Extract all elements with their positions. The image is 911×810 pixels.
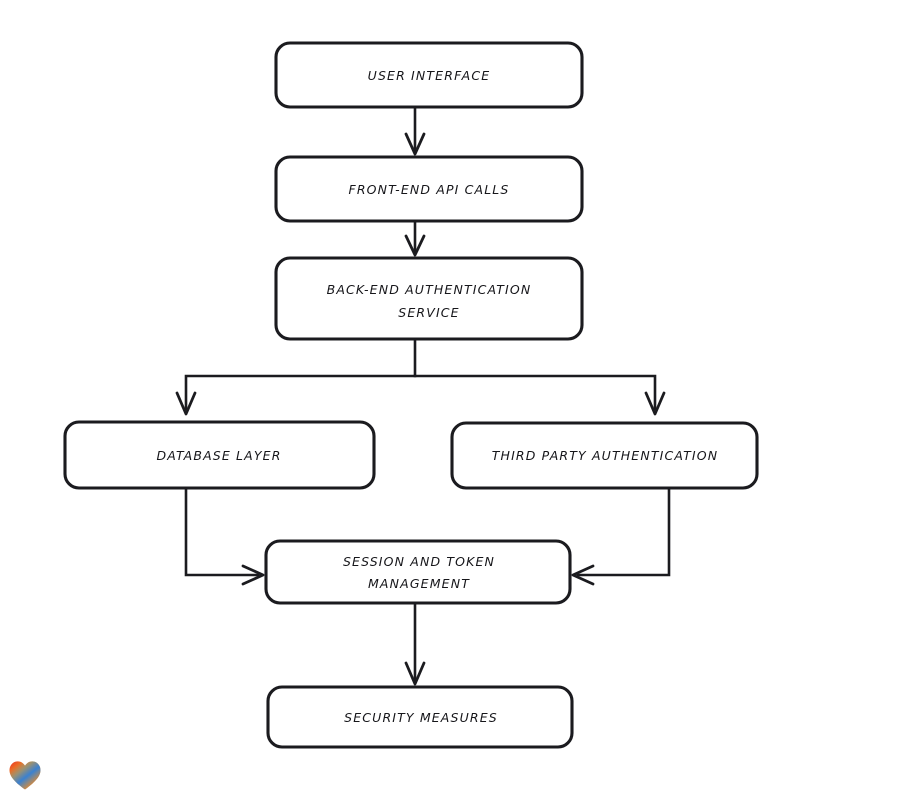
node-back-end-authentication-service[interactable]: BACK-END AUTHENTICATION SERVICE bbox=[274, 256, 584, 341]
node-label-user-interface: USER INTERFACE bbox=[368, 68, 491, 83]
edge-database-to-session bbox=[184, 486, 265, 586]
edge-backend-to-thirdparty bbox=[413, 374, 666, 416]
edge-thirdparty-to-session bbox=[571, 486, 671, 586]
edge-session-to-security bbox=[404, 601, 426, 686]
node-label-back-end-authentication-service-line2: SERVICE bbox=[398, 305, 459, 320]
node-label-session-and-token-management-line2: MANAGEMENT bbox=[368, 576, 470, 591]
node-label-security-measures: SECURITY MEASURES bbox=[344, 710, 498, 725]
node-security-measures[interactable]: SECURITY MEASURES bbox=[266, 685, 574, 749]
node-box-front-end-api-calls[interactable] bbox=[274, 155, 584, 223]
node-label-third-party-authentication: THIRD PARTY AUTHENTICATION bbox=[492, 448, 719, 463]
node-box-user-interface[interactable] bbox=[274, 41, 584, 109]
node-box-security-measures[interactable] bbox=[266, 685, 574, 749]
heart-shape-blue-overlay bbox=[9, 761, 41, 790]
node-box-third-party-authentication[interactable] bbox=[450, 421, 759, 490]
edge-ui-to-api bbox=[404, 105, 426, 156]
edge-api-to-backend bbox=[404, 219, 426, 257]
node-database-layer[interactable]: DATABASE LAYER bbox=[63, 420, 376, 490]
node-label-front-end-api-calls: FRONT-END API CALLS bbox=[348, 182, 509, 197]
node-front-end-api-calls[interactable]: FRONT-END API CALLS bbox=[274, 155, 584, 223]
node-box-back-end-authentication-service[interactable] bbox=[274, 256, 584, 341]
node-user-interface[interactable]: USER INTERFACE bbox=[274, 41, 584, 109]
edge-backend-to-database bbox=[175, 337, 417, 416]
node-box-session-and-token-management[interactable] bbox=[264, 539, 572, 605]
node-session-and-token-management[interactable]: SESSION AND TOKEN MANAGEMENT bbox=[264, 539, 572, 605]
node-third-party-authentication[interactable]: THIRD PARTY AUTHENTICATION bbox=[450, 421, 759, 490]
heart-logo bbox=[9, 761, 41, 790]
node-box-database-layer[interactable] bbox=[63, 420, 376, 490]
node-label-database-layer: DATABASE LAYER bbox=[156, 448, 281, 463]
node-label-back-end-authentication-service-line1: BACK-END AUTHENTICATION bbox=[327, 282, 532, 297]
node-label-session-and-token-management-line1: SESSION AND TOKEN bbox=[343, 554, 495, 569]
